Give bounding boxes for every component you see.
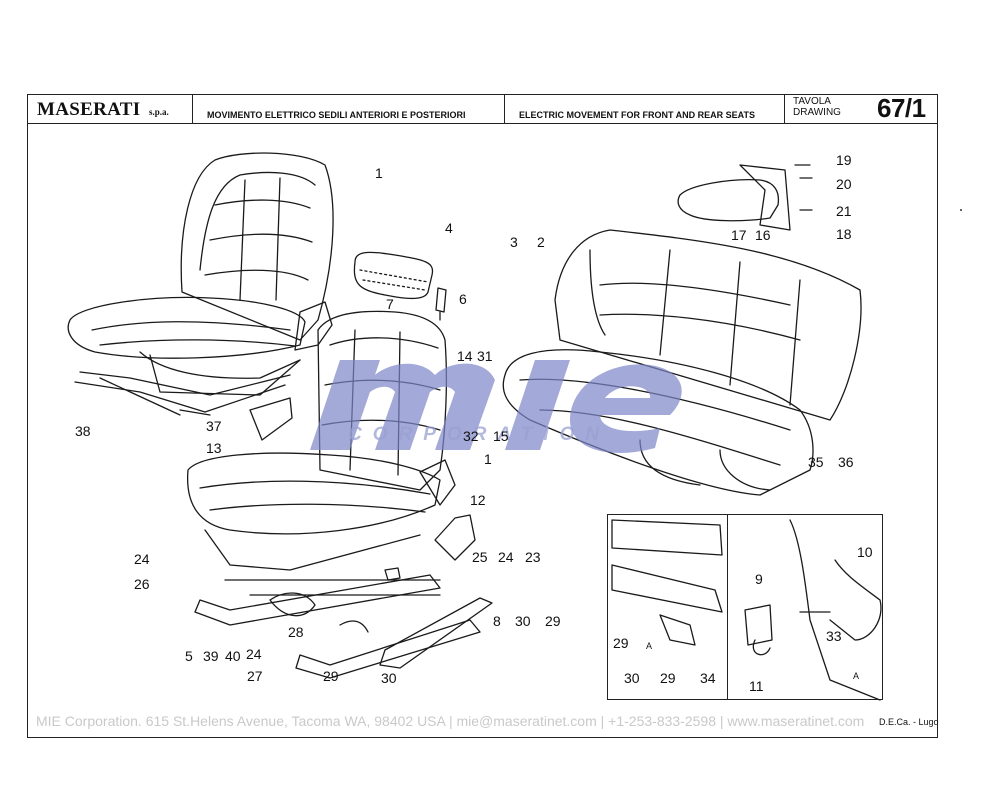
drawing-frame xyxy=(27,94,938,738)
callout-label: 31 xyxy=(477,348,493,364)
drawing-label: DRAWING xyxy=(793,107,841,118)
watermark-text: CORPORATION xyxy=(348,424,611,445)
callout-label: 23 xyxy=(525,549,541,565)
drawing-number: 67/1 xyxy=(877,93,926,123)
callout-label: 24 xyxy=(246,646,262,662)
brand-name: MASERATI xyxy=(37,99,141,120)
callout-label: 34 xyxy=(700,670,716,686)
callout-label: 36 xyxy=(838,454,854,470)
callout-label: 29 xyxy=(660,670,676,686)
callout-label: 16 xyxy=(755,227,771,243)
callout-label: 26 xyxy=(134,576,150,592)
callout-label: 20 xyxy=(836,176,852,192)
callout-label: 2 xyxy=(537,234,545,250)
callout-label: 21 xyxy=(836,203,852,219)
callout-label: 3 xyxy=(510,234,518,250)
callout-label: 1 xyxy=(484,451,492,467)
callout-label: 24 xyxy=(498,549,514,565)
front-seat-assembly xyxy=(186,310,493,679)
callout-label: 35 xyxy=(808,454,824,470)
callout-label: 19 xyxy=(836,152,852,168)
callout-label: 30 xyxy=(624,670,640,686)
callout-label: 33 xyxy=(826,628,842,644)
callout-label: 37 xyxy=(206,418,222,434)
headrest xyxy=(353,251,447,321)
watermark-logo xyxy=(310,360,682,453)
callout-label: 14 xyxy=(457,348,473,364)
title-english: ELECTRIC MOVEMENT FOR FRONT AND REAR SEA… xyxy=(519,110,755,120)
callout-label: 18 xyxy=(836,226,852,242)
callout-label: 29 xyxy=(613,635,629,651)
callout-label: 25 xyxy=(472,549,488,565)
callout-label: 10 xyxy=(857,544,873,560)
callout-label: 30 xyxy=(515,613,531,629)
callout-label: 9 xyxy=(755,571,763,587)
callout-label: 5 xyxy=(185,648,193,664)
credit-label: D.E.Ca. - Lugo xyxy=(879,717,939,727)
callout-label: 29 xyxy=(323,668,339,684)
title-italian: MOVIMENTO ELETTRICO SEDILI ANTERIORI E P… xyxy=(207,110,466,120)
callout-label: 13 xyxy=(206,440,222,456)
callout-label: 24 xyxy=(134,551,150,567)
rear-armrest xyxy=(677,164,813,231)
inset-drawings xyxy=(611,519,882,701)
callout-label: A xyxy=(853,671,860,681)
callout-label: 27 xyxy=(247,668,263,684)
front-seat-upper xyxy=(67,152,334,416)
callout-label: 7 xyxy=(386,296,394,312)
callout-label: 30 xyxy=(381,670,397,686)
footer-contact: MIE Corporation. 615 St.Helens Avenue, T… xyxy=(36,713,865,729)
title-en-cell: ELECTRIC MOVEMENT FOR FRONT AND REAR SEA… xyxy=(505,94,785,124)
callout-label: 29 xyxy=(545,613,561,629)
title-block xyxy=(27,94,938,124)
drawing-number-cell: TAVOLA DRAWING 67/1 xyxy=(785,93,938,124)
callout-label: 38 xyxy=(75,423,91,439)
brand-suffix: s.p.a. xyxy=(149,107,169,117)
callout-label: 32 xyxy=(463,428,479,444)
callout-label: 39 xyxy=(203,648,219,664)
brand-cell: MASERATI s.p.a. xyxy=(27,94,193,124)
callout-label: 15 xyxy=(493,428,509,444)
callout-label: 40 xyxy=(225,648,241,664)
scan-speck xyxy=(960,209,962,211)
callout-label: 28 xyxy=(288,624,304,640)
callout-label: 11 xyxy=(749,678,764,694)
callout-label: 4 xyxy=(445,220,453,236)
callout-label: 17 xyxy=(731,227,747,243)
callout-label: 8 xyxy=(493,613,501,629)
tavola-label: TAVOLA xyxy=(793,96,831,107)
callout-label: 6 xyxy=(459,291,467,307)
inset-divider xyxy=(727,514,728,700)
callout-label: 1 xyxy=(375,165,383,181)
callout-label: 12 xyxy=(470,492,486,508)
callout-label: A xyxy=(646,641,653,651)
inset-frame xyxy=(607,514,883,700)
title-it-cell: MOVIMENTO ELETTRICO SEDILI ANTERIORI E P… xyxy=(193,94,505,124)
